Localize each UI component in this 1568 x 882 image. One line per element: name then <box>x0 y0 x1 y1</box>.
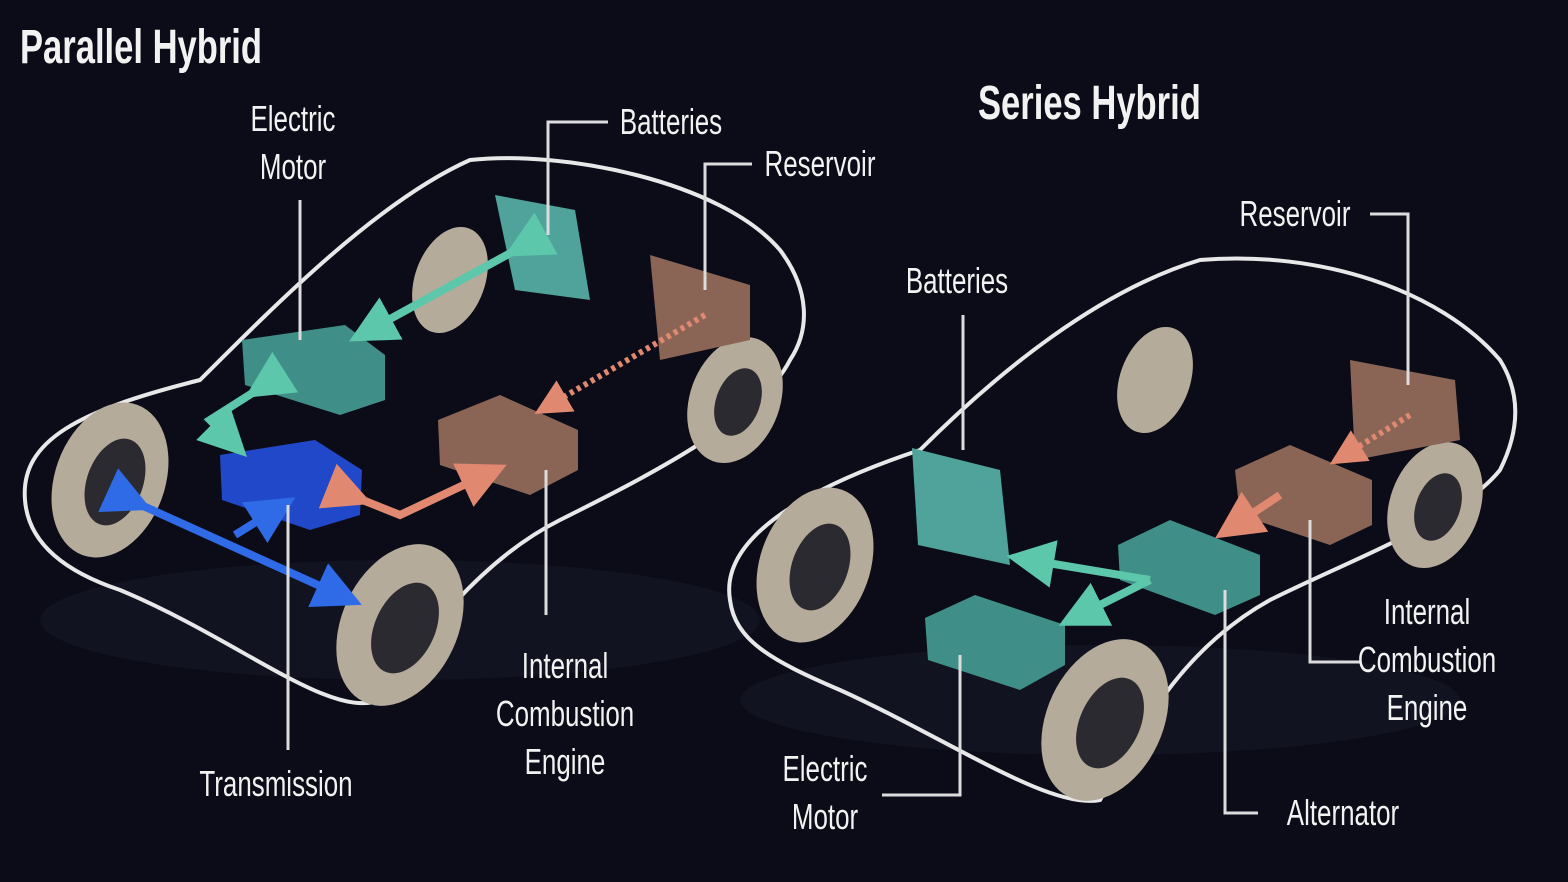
engine-block <box>438 395 578 495</box>
electric-motor-block <box>242 325 385 415</box>
battery-block <box>912 448 1010 565</box>
label-alternator: Alternator <box>1286 792 1400 833</box>
label-transmission: Transmission <box>199 763 353 804</box>
alternator-block <box>1118 520 1260 615</box>
reservoir-block <box>1350 360 1460 460</box>
car-outline <box>22 156 806 706</box>
label-reservoir: Reservoir <box>1239 193 1351 234</box>
battery-block <box>495 195 590 300</box>
transmission-block <box>220 440 362 530</box>
series-leader-lines <box>882 212 1410 815</box>
series-hybrid-title: Series Hybrid <box>978 77 1201 130</box>
label-reservoir: Reservoir <box>764 143 876 184</box>
label-batteries: Batteries <box>905 260 1009 301</box>
wheel-rear-left <box>412 226 488 334</box>
parallel-leader-lines <box>286 120 752 750</box>
car-outline <box>727 256 1518 803</box>
parallel-hybrid-title: Parallel Hybrid <box>20 21 263 74</box>
engine-block <box>1235 445 1372 545</box>
parallel-hybrid-car <box>22 120 806 750</box>
series-hybrid-car <box>727 212 1518 815</box>
label-batteries: Batteries <box>619 101 723 142</box>
